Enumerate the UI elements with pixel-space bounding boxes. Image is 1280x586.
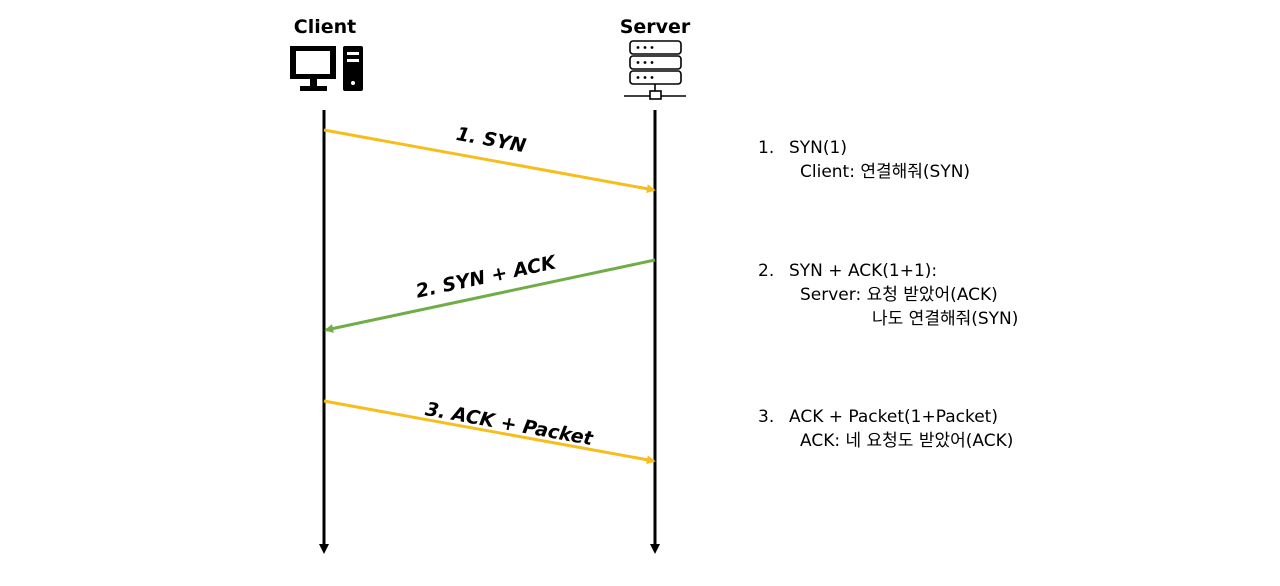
server-rack-icon [624,40,686,100]
note-1: 1. SYN(1) Client: 연결해줘(SYN) [758,136,970,184]
note-2: 2. SYN + ACK(1+1): Server: 요청 받았어(ACK) 나… [758,259,1018,331]
note-1-title: SYN(1) [789,138,847,158]
client-label: Client [294,16,356,38]
desktop-computer-icon [290,46,363,91]
syn-ack-arrow [324,258,656,333]
note-2-title: SYN + ACK(1+1): [789,261,938,281]
syn-arrow-label: 1. SYN [454,123,527,157]
note-3-title: ACK + Packet(1+Packet) [789,407,998,427]
ack-packet-arrow [323,399,656,465]
note-1-line-1: Client: 연결해줘(SYN) [800,162,971,182]
note-2-line-1: Server: 요청 받았어(ACK) [800,285,998,305]
note-2-line-2: 나도 연결해줘(SYN) [872,309,1019,329]
note-3-number: 3. [758,407,775,427]
server-rack-lights [636,46,654,79]
server-label: Server [620,16,691,38]
note-3-line-1: ACK: 네 요청도 받았어(ACK) [800,431,1014,451]
syn-arrow [323,128,656,194]
ack-packet-arrow-label: 3. ACK + Packet [424,398,596,450]
note-3: 3. ACK + Packet(1+Packet) ACK: 네 요청도 받았어… [758,405,1013,453]
note-2-number: 2. [758,261,775,281]
note-1-number: 1. [758,138,775,158]
